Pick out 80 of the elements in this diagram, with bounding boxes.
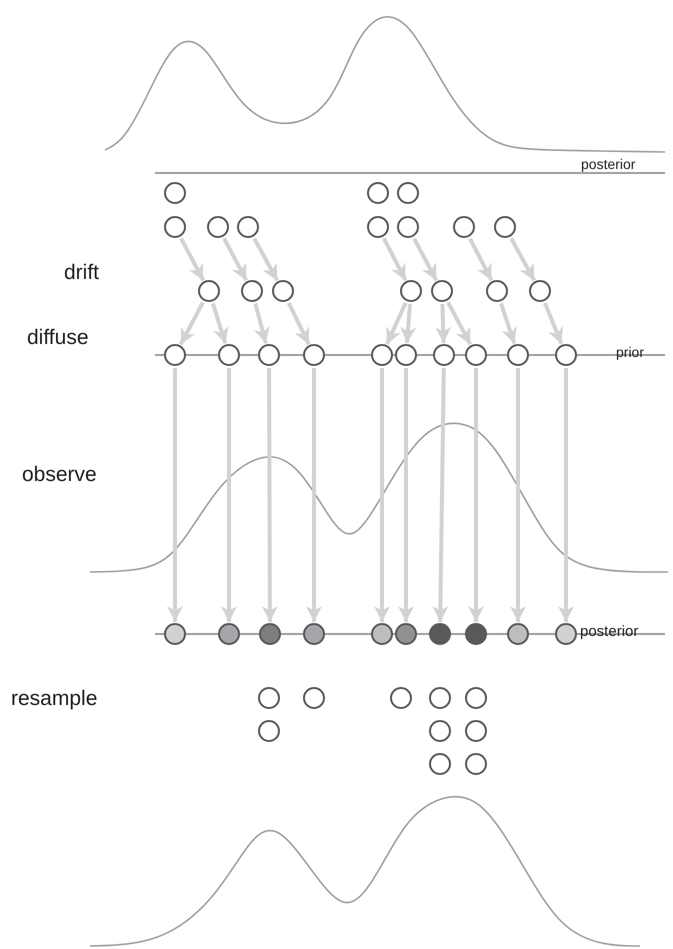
arrow [178, 302, 205, 346]
particle-circle [367, 182, 389, 204]
arrow [435, 304, 452, 344]
particle-circle [371, 344, 393, 366]
arrow [412, 238, 438, 282]
weighted-particle-circle [303, 623, 325, 645]
arrow [286, 302, 311, 346]
particle-circle [164, 344, 186, 366]
arrow [509, 237, 536, 282]
particle-circle [465, 720, 487, 742]
arrow [385, 302, 408, 345]
weighted-particle-circle [395, 623, 417, 645]
weighted-particle-circle [164, 623, 186, 645]
arrow [167, 368, 183, 622]
axis-label: posterior [581, 157, 636, 171]
weighted-particle-circle [259, 623, 281, 645]
arrow [446, 302, 472, 346]
arrow [179, 238, 206, 282]
particle-circle [465, 344, 487, 366]
arrow [432, 368, 448, 622]
particle-circle [555, 344, 577, 366]
weighted-particle-circle [555, 623, 577, 645]
arrow [382, 238, 408, 282]
particle-circle [486, 280, 508, 302]
arrow [558, 368, 574, 622]
particle-circle [367, 216, 389, 238]
particle-circle [465, 753, 487, 775]
particle-circle [207, 216, 229, 238]
arrow [543, 302, 564, 345]
axis-label: prior [616, 345, 644, 359]
particle-circle [164, 182, 186, 204]
weighted-particle-circle [429, 623, 451, 645]
particle-circle [303, 687, 325, 709]
arrow [510, 368, 526, 622]
particle-circle [453, 216, 475, 238]
step-label: resample [11, 688, 98, 709]
step-label: drift [64, 262, 100, 283]
particle-circle [237, 216, 259, 238]
arrow [252, 237, 279, 282]
arrow [262, 368, 278, 622]
particle-circle [507, 344, 529, 366]
arrow [398, 368, 414, 622]
particle-circle [397, 182, 419, 204]
arrow [499, 302, 517, 344]
arrow [253, 303, 270, 344]
particle-circle [258, 344, 280, 366]
arrow [222, 238, 248, 282]
weighted-particle-circle [371, 623, 393, 645]
particle-circle [272, 280, 294, 302]
step-label: diffuse [27, 327, 88, 348]
particle-circle [429, 687, 451, 709]
arrow [221, 368, 237, 622]
particle-circle [494, 216, 516, 238]
particle-circle [397, 216, 419, 238]
particle-circle [241, 280, 263, 302]
particle-circle [303, 344, 325, 366]
particle-circle [390, 687, 412, 709]
particle-circle [465, 687, 487, 709]
particle-circle [431, 280, 453, 302]
weighted-particle-circle [218, 623, 240, 645]
arrow [306, 368, 322, 622]
arrow [468, 238, 494, 282]
particle-circle [433, 344, 455, 366]
particle-circle [529, 280, 551, 302]
particle-circle [429, 720, 451, 742]
particle-circle [218, 344, 240, 366]
particle-circle [164, 216, 186, 238]
particle-circle [395, 344, 417, 366]
step-label: observe [22, 464, 97, 485]
particle-circle [198, 280, 220, 302]
particle-circle [258, 720, 280, 742]
weighted-particle-circle [465, 623, 487, 645]
arrow [400, 304, 416, 344]
particle-circle [429, 753, 451, 775]
particle-circle [400, 280, 422, 302]
axis-label: posterior [580, 624, 638, 639]
arrow [468, 368, 484, 622]
particle-circle [258, 687, 280, 709]
arrow [210, 302, 228, 344]
weighted-particle-circle [507, 623, 529, 645]
